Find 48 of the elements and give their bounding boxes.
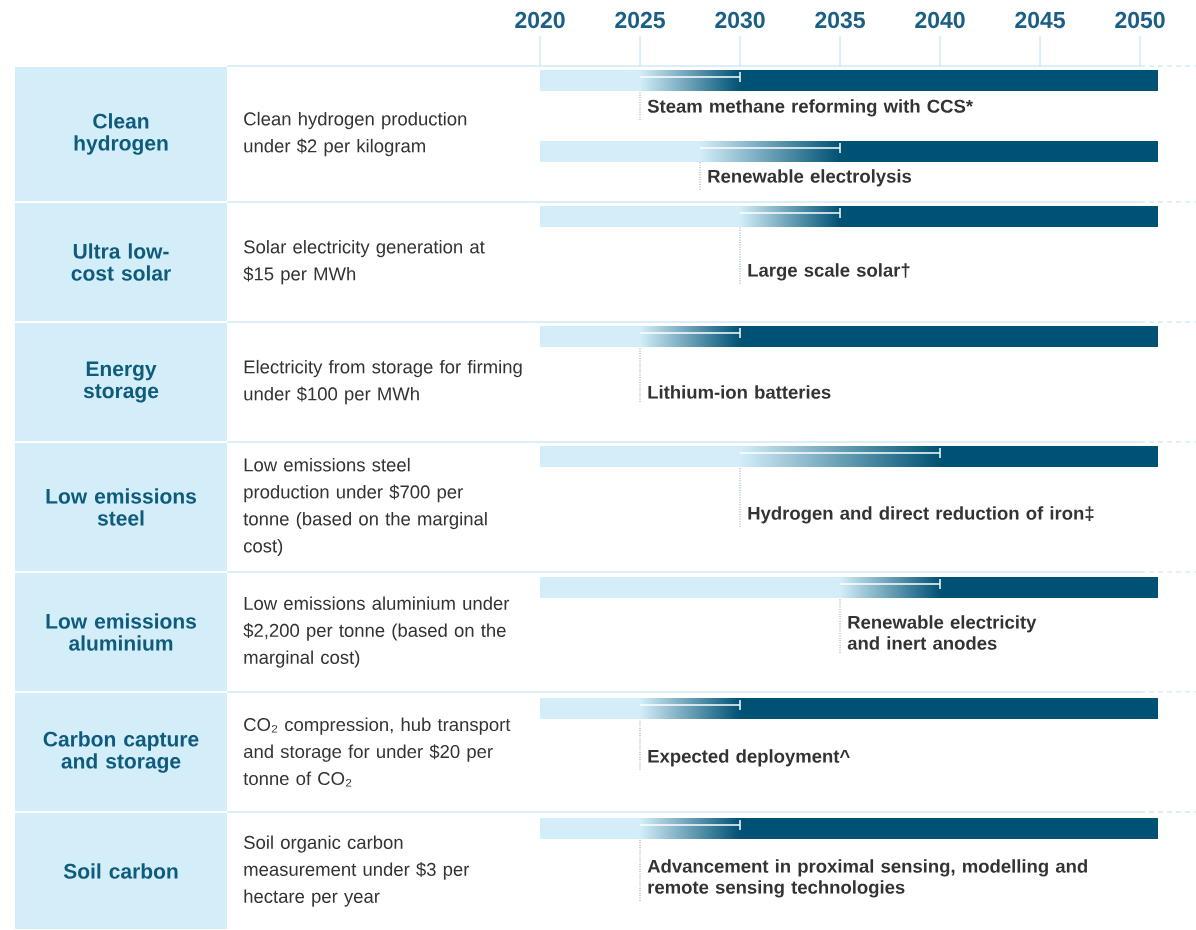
timeline-bar [540,818,1158,839]
technology-label: Steam methane reforming with CCS* [647,99,974,117]
technology-label: Renewable electrolysis [708,169,912,187]
technology-label: Large scale solar† [748,263,910,281]
node-label: Clean hydrogen [74,113,168,155]
year-label: 2035 [815,11,865,29]
category-cell: Low emissions aluminium [15,573,227,691]
leader-line [639,839,641,902]
year-label: 2030 [715,11,765,29]
timeline-bar [540,326,1158,347]
description-text: Low emissions aluminium under $2,200 per tonne (based on the marginal cost) [243,596,510,668]
description-text: Clean hydrogen production under $2 per kilogram [244,111,467,157]
leader-line [639,719,641,771]
timeline-bar [540,698,1158,719]
category-cell: Ultra low-cost solar [15,203,227,321]
year-label: 2040 [915,11,965,29]
category-cell: Energy storage [15,323,227,441]
description-text: Electricity from storage for firming under $100 per MWh [244,359,522,405]
technology-label: Renewable electricity and inert anodes [847,615,1037,650]
node-label: Low emissions steel [46,488,196,526]
technology-label: Expected deployment^ [648,749,850,767]
description-text: Soil organic carbon measurement under $3 per hectare per year [244,835,470,907]
node-label: Energy storage [83,361,159,403]
timeline-bar [540,446,1158,467]
node-label: Low emissions aluminium [46,613,196,651]
timeline-bar [540,141,1158,162]
year-label: 2020 [515,11,565,29]
technology-label: Advancement in proximal sensing, modelling and remote sensing technologies [647,859,1087,898]
category-cell: Soil carbon [15,813,227,929]
node-label: Carbon capture and storage [43,731,199,773]
description-text: CO₂ compression, hub transport and storage for under $20 per tonne of CO₂ [243,717,511,787]
node-label: Ultra low-cost solar [71,243,171,281]
year-label: 2045 [1015,11,1065,29]
timeline-bar [540,70,1158,91]
category-cell: Clean hydrogen [15,67,227,201]
timeline-bar [540,577,1158,598]
leader-line [739,227,741,285]
category-cell: Low emissions steel [15,443,227,571]
technology-label: Lithium-ion batteries [648,385,831,399]
timeline-bar [540,206,1158,227]
node-label: Soil carbon [63,863,178,879]
leader-line [699,162,701,191]
year-label: 2050 [1115,11,1165,29]
category-cell: Carbon capture and storage [15,693,227,811]
description-text: Low emissions steel production under $700 per tonne (based on the marginal cost) [243,457,487,557]
year-label: 2025 [615,11,665,29]
description-text: Solar electricity generation at $15 per MWh [243,239,485,285]
technology-label: Hydrogen and direct reduction of iron‡ [748,506,1094,524]
